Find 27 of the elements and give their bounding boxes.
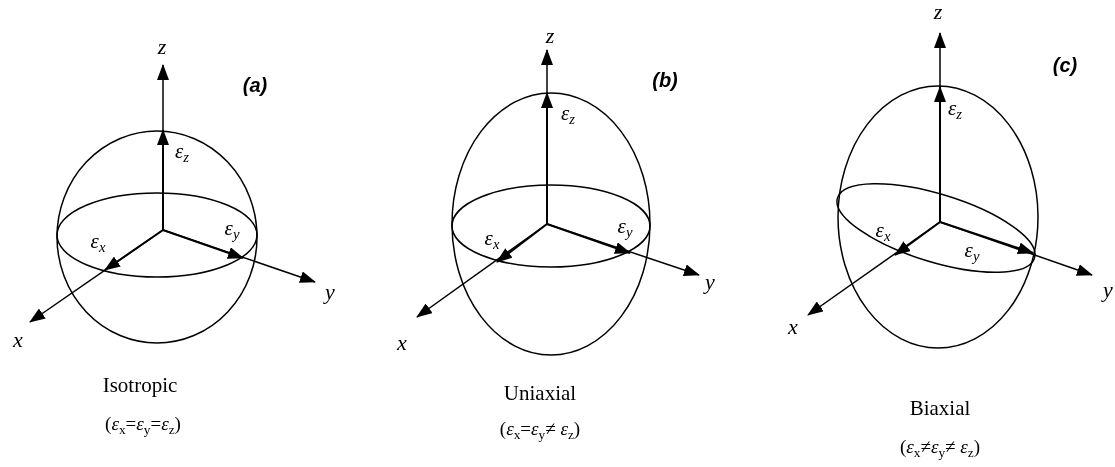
- formula: (ε$_{x}$=ε$_{y}$=ε$_{z}$): [105, 414, 181, 436]
- axis-label: y: [1103, 279, 1113, 301]
- formula: (ε$_{x}$=ε$_{y}$≠ ε$_{z}$): [499, 419, 581, 441]
- vector-label: ε$_{x}$: [90, 231, 106, 255]
- caption: Isotropic: [102, 374, 178, 396]
- axis-label: x: [788, 316, 798, 338]
- axis-label: z: [545, 25, 555, 47]
- axis-label: y: [705, 271, 715, 293]
- axis-label: y: [325, 281, 335, 303]
- vector-label: ε$_{z}$: [948, 98, 962, 122]
- formula: (ε$_{x}$≠ε$_{y}$≠ ε$_{z}$): [900, 437, 980, 459]
- axis-label: z: [933, 1, 943, 23]
- vector-label: ε$_{z}$: [175, 141, 189, 165]
- vector-label: ε$_{x}$: [875, 220, 891, 244]
- vector-label: ε$_{y}$: [964, 240, 980, 264]
- vector-label: ε$_{x}$: [484, 228, 500, 252]
- vector-label: ε$_{z}$: [561, 103, 575, 127]
- panel-label: (c): [1052, 55, 1078, 75]
- vector-label: ε$_{y}$: [224, 218, 240, 242]
- axis-label: x: [13, 329, 23, 351]
- axis-label: x: [397, 332, 407, 354]
- caption: Uniaxial: [503, 382, 577, 404]
- panel-label: (a): [242, 75, 268, 95]
- axis-label: z: [157, 36, 167, 58]
- vector-label: ε$_{y}$: [617, 216, 633, 240]
- panel-label: (b): [652, 70, 678, 90]
- caption: Biaxial: [909, 397, 971, 419]
